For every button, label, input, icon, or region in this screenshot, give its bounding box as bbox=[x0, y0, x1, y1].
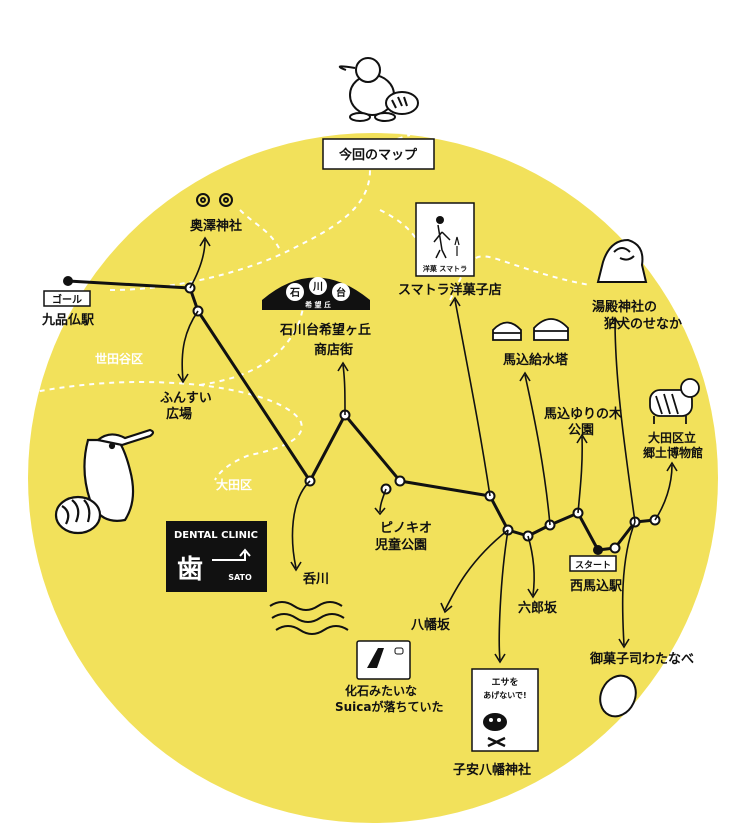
label-yuri-2: 公園 bbox=[568, 422, 594, 438]
label-rokuro: 六郎坂 bbox=[518, 600, 558, 616]
label-museum-2: 郷土博物館 bbox=[643, 445, 703, 460]
label-museum-1: 大田区立 bbox=[648, 430, 696, 445]
label-ishikawa-1: 石川台希望ヶ丘 bbox=[279, 322, 371, 338]
label-nishimagome: 西馬込駅 bbox=[570, 578, 623, 594]
start-sign-box bbox=[569, 555, 617, 572]
label-okusawa: 奥澤神社 bbox=[190, 218, 242, 234]
komainu-statue-drawing bbox=[596, 238, 648, 283]
label-setagaya: 世田谷区 bbox=[95, 351, 143, 366]
map-title-box bbox=[322, 138, 435, 170]
label-funsui-2: 広場 bbox=[166, 406, 192, 422]
okusawa-shrine-icon bbox=[196, 193, 233, 207]
dental-clinic-sign: DENTAL CLINIC 歯 SATO bbox=[166, 521, 267, 592]
gate-sign-dai: 台 bbox=[336, 286, 346, 299]
arrow-heads bbox=[177, 236, 678, 664]
goal-sign-box bbox=[43, 290, 91, 307]
label-kagawa: 呑川 bbox=[302, 571, 329, 587]
tanuki-mascot-top bbox=[338, 57, 419, 122]
map-title: 今回のマップ bbox=[338, 147, 418, 163]
label-pinokio-2: 児童公園 bbox=[374, 537, 427, 553]
museum-haniwa-drawing bbox=[649, 378, 700, 424]
label-pinokio-1: ピノキオ bbox=[380, 521, 432, 536]
start-point bbox=[593, 545, 603, 555]
label-magome-tower: 馬込給水塔 bbox=[503, 352, 569, 368]
label-hachiman-zaka: 八幡坂 bbox=[410, 617, 451, 633]
label-koyasu: 子安八幡神社 bbox=[453, 762, 531, 778]
koyasu-sign-2: あげないで! bbox=[483, 690, 526, 700]
label-kuhonbutsu: 九品仏駅 bbox=[41, 313, 95, 328]
shopping-street-gate-sign: 石 川 台 希 望 丘 bbox=[262, 277, 370, 310]
koyasu-sign-1: エサを bbox=[491, 677, 518, 688]
river-waves bbox=[269, 601, 349, 635]
gate-sign-bottom: 希 望 丘 bbox=[304, 300, 331, 309]
label-ishikawa-2: 商店街 bbox=[314, 342, 353, 358]
water-tower-drawings bbox=[492, 318, 569, 341]
label-funsui-1: ふんすい bbox=[160, 391, 212, 406]
label-ota: 大田区 bbox=[216, 477, 252, 492]
label-yudono-2: 狛犬のせなか bbox=[603, 316, 682, 332]
label-yudono-1: 湯殿神社の bbox=[592, 299, 657, 315]
label-suica-1: 化石みたいな bbox=[345, 683, 417, 698]
pointer-arrows bbox=[181, 239, 673, 661]
label-suica-2: Suicaが落ちていた bbox=[335, 699, 444, 714]
watanabe-sweet-drawing bbox=[599, 674, 637, 718]
tanuki-mascot-left bbox=[54, 428, 155, 535]
koyasu-shrine-sign: エサを あげないで! bbox=[471, 668, 539, 752]
goal-point bbox=[63, 276, 73, 286]
start-sign: スタート bbox=[575, 559, 611, 571]
map-circle-background bbox=[28, 133, 718, 823]
suica-card-drawing bbox=[356, 640, 411, 680]
sumatra-sign-text: 洋菓 スマトラ bbox=[423, 264, 467, 273]
dental-sato: SATO bbox=[228, 573, 252, 582]
sumatra-shop-sign: 洋菓 スマトラ bbox=[415, 202, 475, 277]
gate-sign-ishi: 石 bbox=[289, 287, 300, 299]
gate-sign-kawa: 川 bbox=[312, 281, 323, 293]
label-watanabe: 御菓子司わたなべ bbox=[589, 651, 694, 667]
label-sumatra: スマトラ洋菓子店 bbox=[398, 282, 502, 298]
dental-glyph: 歯 bbox=[177, 555, 203, 585]
goal-sign: ゴール bbox=[52, 293, 82, 306]
label-yuri-1: 馬込ゆりの木 bbox=[544, 406, 623, 422]
dental-title: DENTAL CLINIC bbox=[174, 530, 258, 541]
